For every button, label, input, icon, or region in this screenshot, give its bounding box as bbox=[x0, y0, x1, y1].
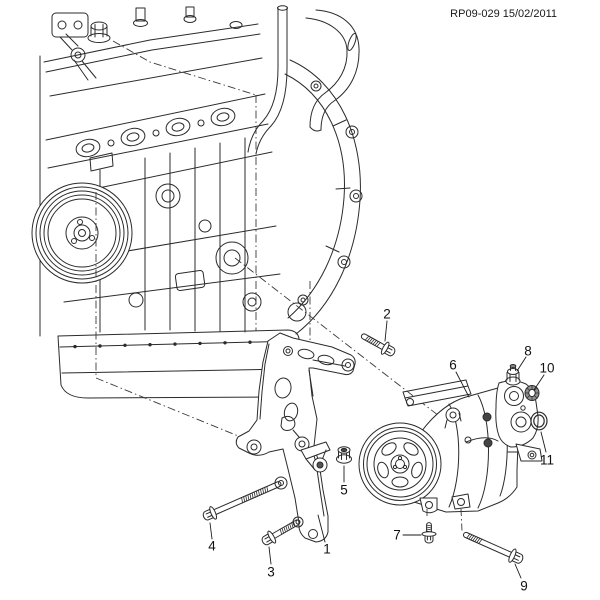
assembly-centerlines bbox=[95, 40, 444, 443]
callout-label-11: 11 bbox=[539, 452, 555, 468]
callout-label-9: 9 bbox=[520, 578, 528, 594]
fastener-centerlines bbox=[426, 508, 463, 532]
callout-label-6: 6 bbox=[449, 357, 457, 373]
drawing-reference: RP09-029 15/02/2011 bbox=[450, 8, 557, 20]
o-ring-part-11 bbox=[530, 411, 548, 431]
ac-compressor bbox=[358, 377, 543, 514]
bolt-part-3 bbox=[261, 519, 301, 546]
compressor-mounting-bracket bbox=[235, 332, 356, 543]
seal-part-10 bbox=[524, 385, 540, 401]
stud-part-8 bbox=[505, 364, 521, 386]
bolt-part-4 bbox=[202, 481, 282, 521]
bolt-part-9 bbox=[463, 531, 524, 564]
screw-part-7 bbox=[421, 522, 437, 544]
callout-label-4: 4 bbox=[208, 538, 216, 554]
callout-label-3: 3 bbox=[267, 564, 275, 580]
callout-label-5: 5 bbox=[340, 482, 348, 498]
callout-label-8: 8 bbox=[524, 343, 532, 359]
nut-part-5 bbox=[336, 446, 352, 464]
callout-label-1: 1 bbox=[323, 541, 331, 557]
engine-illustration bbox=[31, 5, 363, 399]
callout-label-2: 2 bbox=[383, 306, 391, 322]
callout-leader-lines bbox=[209, 320, 547, 579]
callout-label-7: 7 bbox=[393, 527, 401, 543]
bolt-part-2 bbox=[360, 333, 396, 357]
callout-label-10: 10 bbox=[539, 360, 555, 376]
